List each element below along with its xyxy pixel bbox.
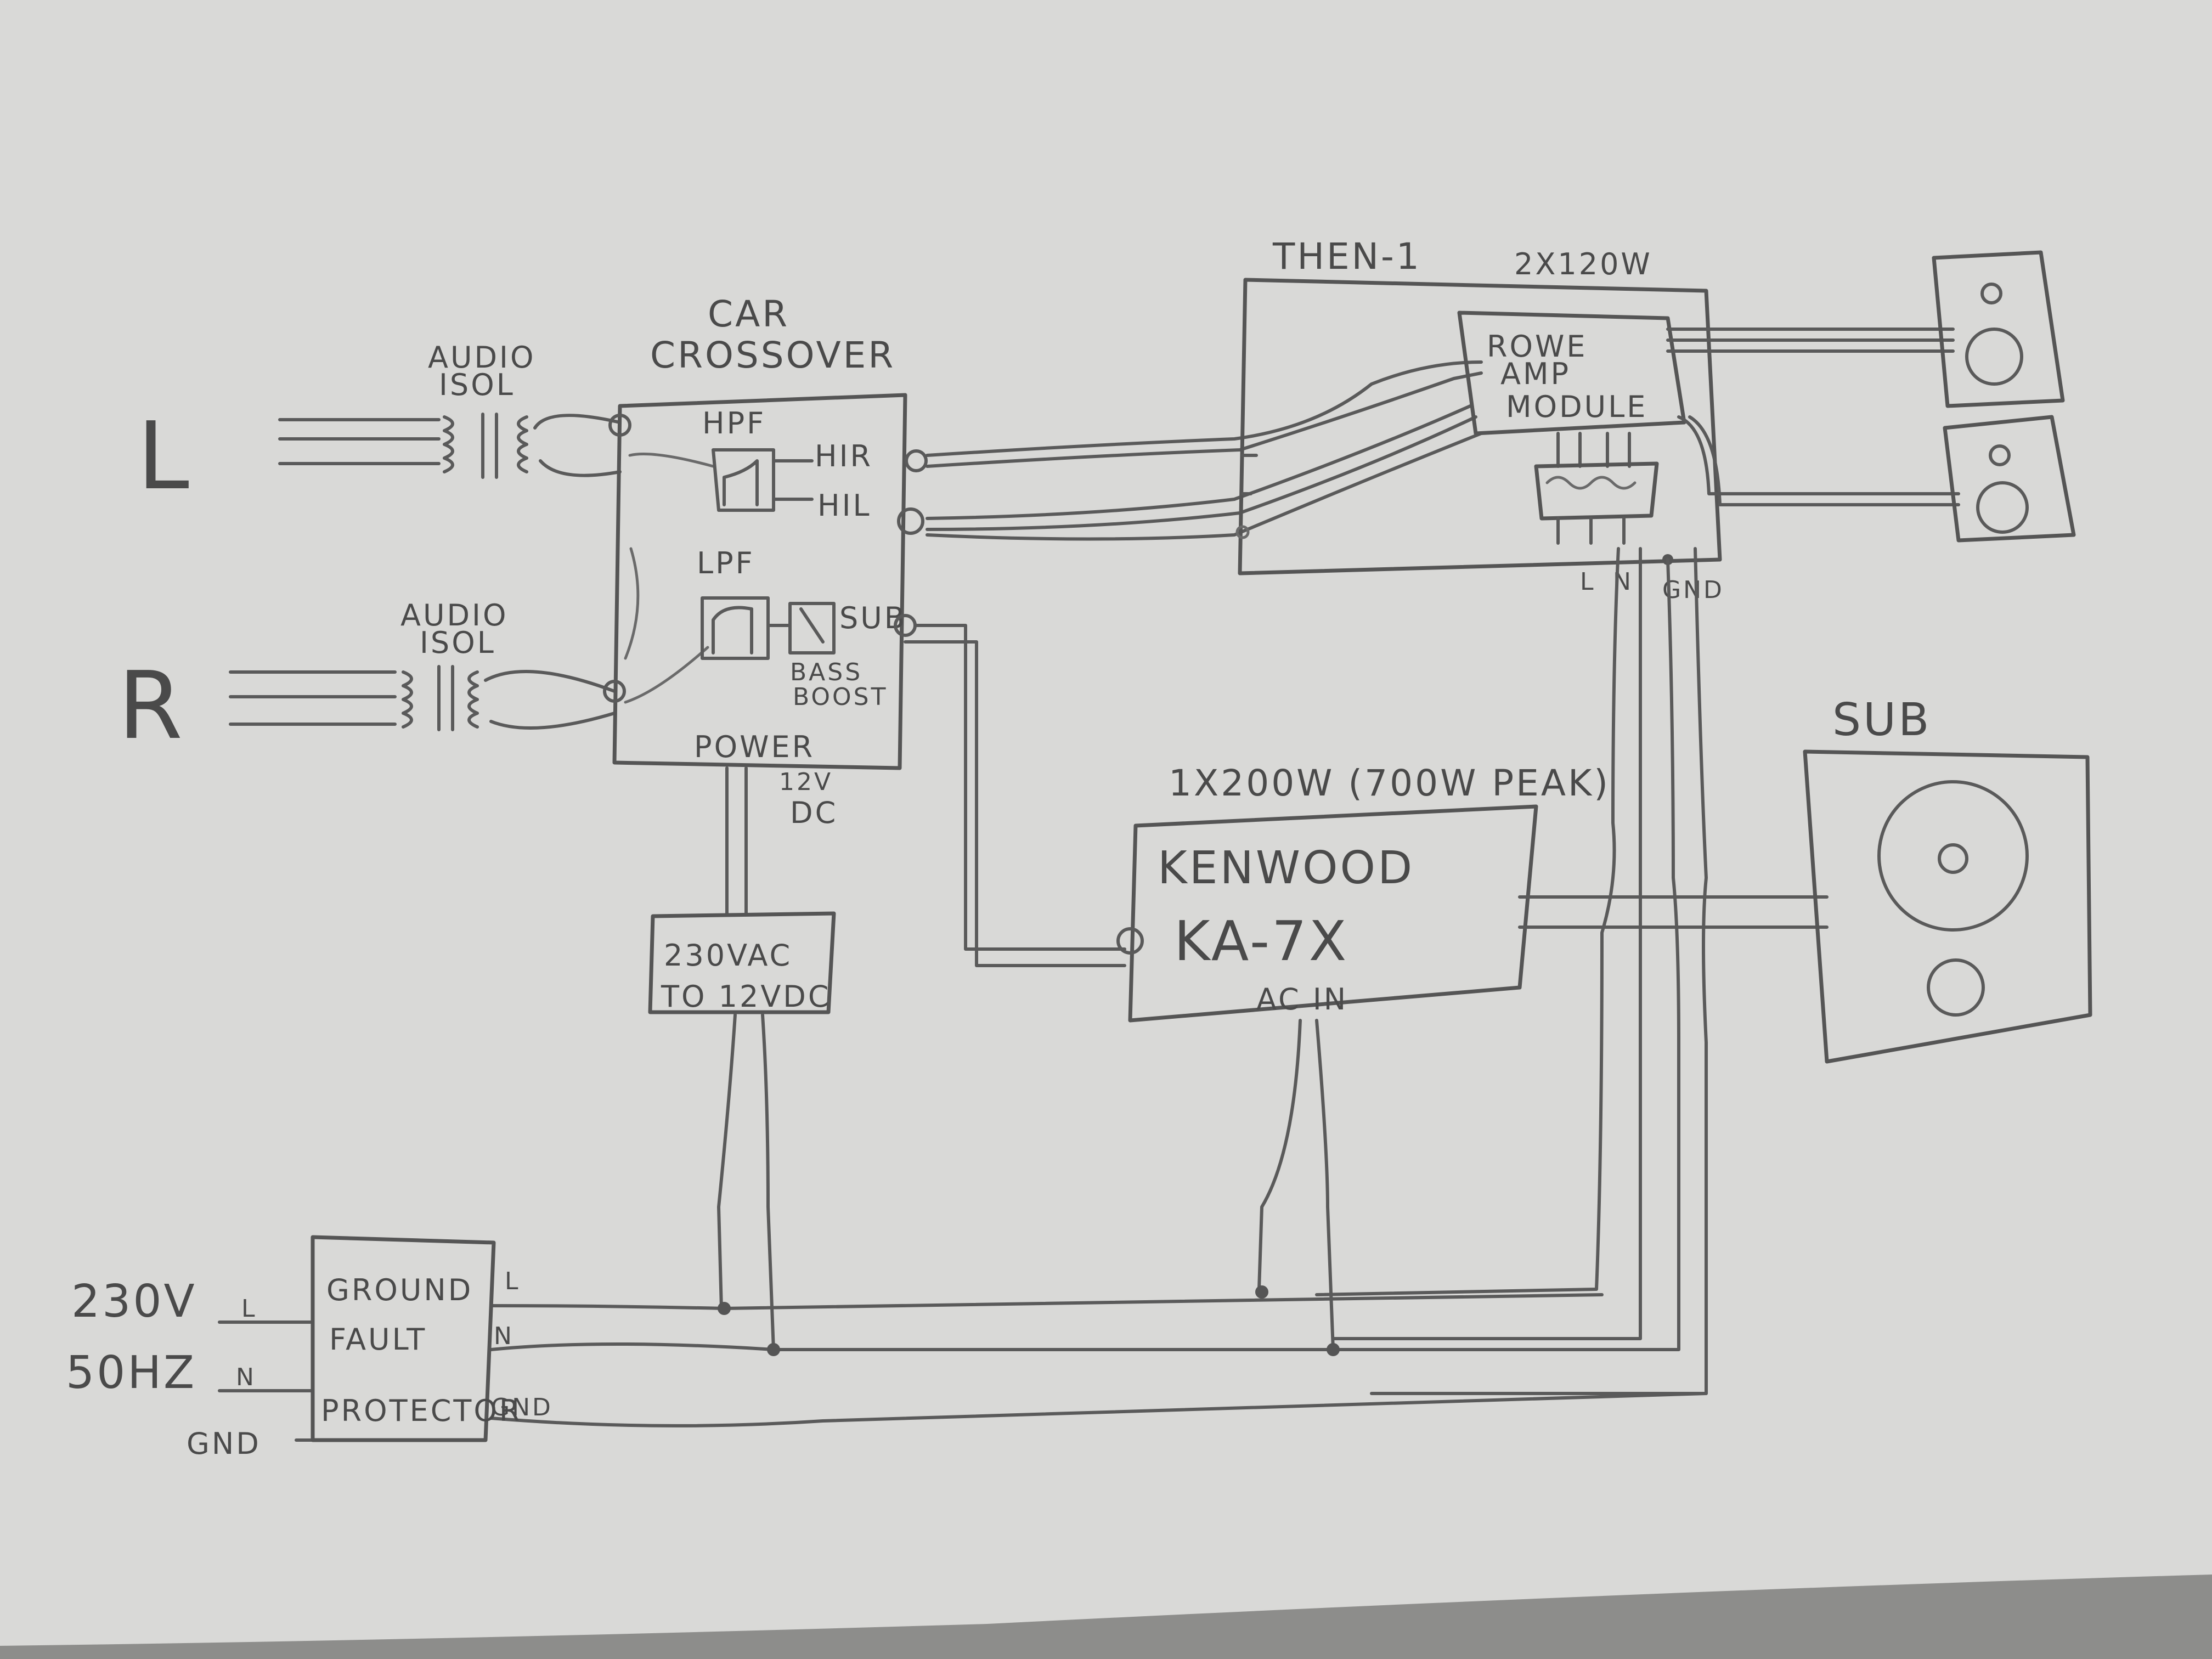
then1-l-terminal: L — [1580, 568, 1596, 596]
hi-r-terminal — [905, 449, 928, 472]
left-input-label: L — [137, 402, 191, 511]
hi-r-cable-a — [926, 360, 1483, 457]
mains-frequency: 50HZ — [66, 1347, 196, 1399]
svg-text:GROUND: GROUND — [326, 1273, 473, 1307]
hpf-label: HPF — [702, 406, 766, 441]
mains-l-label: L — [241, 1295, 257, 1323]
mains-voltage: 230V — [71, 1276, 197, 1328]
svg-text:2X120W: 2X120W — [1514, 247, 1652, 281]
svg-text:CROSSOVER: CROSSOVER — [650, 334, 895, 376]
speaker-cable-upper — [1666, 328, 1955, 353]
audio-isolator-right: AUDIO ISOL — [400, 598, 616, 731]
dc-label-1: 12V — [779, 768, 833, 796]
kenwood-ac-in: AC IN — [1256, 982, 1348, 1017]
kenwood-amplifier: 1X200W (700W PEAK) KENWOOD KA-7X AC IN — [1116, 762, 1610, 1023]
lpf-label: LPF — [697, 546, 755, 580]
sub-out-label: SUB — [839, 601, 907, 635]
then1-enclosure: THEN-1 2X120W — [1235, 235, 1722, 575]
bass-boost-label-1: BASS — [790, 658, 862, 686]
then1-gnd-terminal: GND — [1662, 576, 1724, 604]
hi-l-terminal — [897, 507, 924, 535]
mains-n-bus — [489, 1342, 1340, 1351]
sub-label: SUB — [1832, 694, 1931, 746]
mains-gnd-bus — [489, 1392, 1708, 1427]
svg-text:ISOL: ISOL — [439, 368, 515, 402]
svg-text:CAR: CAR — [708, 293, 789, 335]
subwoofer: SUB — [1803, 694, 2092, 1064]
rowe-amp-module: ROWE AMP MODULE — [1457, 311, 1686, 545]
dc-label-2: DC — [790, 795, 838, 830]
right-input-label: R — [118, 652, 185, 760]
svg-text:AMP: AMP — [1500, 357, 1571, 391]
svg-text:THEN-1: THEN-1 — [1272, 235, 1421, 278]
svg-text:FAULT: FAULT — [329, 1322, 427, 1357]
gfp-n-out: N — [494, 1322, 514, 1350]
svg-text:MODULE: MODULE — [1506, 390, 1647, 424]
mains-input: 230V L 50HZ N GND — [66, 1276, 314, 1461]
dc-power-cable — [725, 766, 748, 915]
mains-gnd-label: GND — [187, 1426, 261, 1461]
speaker-cable-lower — [1677, 415, 1960, 506]
then1-l-cable — [1315, 547, 1620, 1296]
svg-text:230VAC: 230VAC — [664, 938, 792, 973]
hi-l-label: HIL — [817, 488, 872, 523]
speaker-upper — [1932, 250, 2065, 408]
svg-text:ROWE: ROWE — [1487, 329, 1588, 364]
kenwood-brand: KENWOOD — [1158, 842, 1414, 894]
gfp-l-out: L — [505, 1267, 521, 1295]
psu-ac-cable — [717, 1013, 775, 1351]
mains-l-bus — [489, 1293, 1604, 1310]
speaker-lower — [1943, 415, 2076, 543]
svg-text:PROTECTOR: PROTECTOR — [321, 1393, 522, 1428]
right-input: R — [118, 652, 397, 760]
mains-n-label: N — [236, 1363, 256, 1391]
sub-cable — [904, 624, 1126, 967]
ground-fault-protector: GROUND FAULT PROTECTOR L N GND — [311, 1235, 553, 1442]
audio-isolator-left: AUDIO ISOL — [428, 340, 622, 479]
bass-boost-label-2: BOOST — [793, 683, 888, 711]
svg-text:AUDIO: AUDIO — [400, 598, 508, 633]
car-crossover: CAR CROSSOVER HPF HIR HIL LPF SUB BASS B… — [603, 293, 928, 830]
gfp-gnd-out: GND — [491, 1393, 553, 1421]
svg-text:TO 12VDC: TO 12VDC — [661, 979, 831, 1014]
left-input: L — [137, 402, 441, 511]
kenwood-input-terminal — [1116, 927, 1144, 955]
crossover-right-input-terminal — [603, 680, 626, 703]
power-label: POWER — [694, 730, 815, 764]
crossover-left-input-terminal — [608, 414, 631, 437]
svg-text:AUDIO: AUDIO — [428, 340, 535, 375]
psu-230vac-to-12vdc: 230VAC TO 12VDC — [648, 911, 836, 1014]
svg-text:ISOL: ISOL — [420, 625, 496, 660]
kenwood-model: KA-7X — [1174, 909, 1348, 973]
hi-r-label: HIR — [815, 439, 873, 473]
kenwood-ac-cable — [1257, 1019, 1335, 1351]
kenwood-rating: 1X200W (700W PEAK) — [1169, 762, 1610, 804]
